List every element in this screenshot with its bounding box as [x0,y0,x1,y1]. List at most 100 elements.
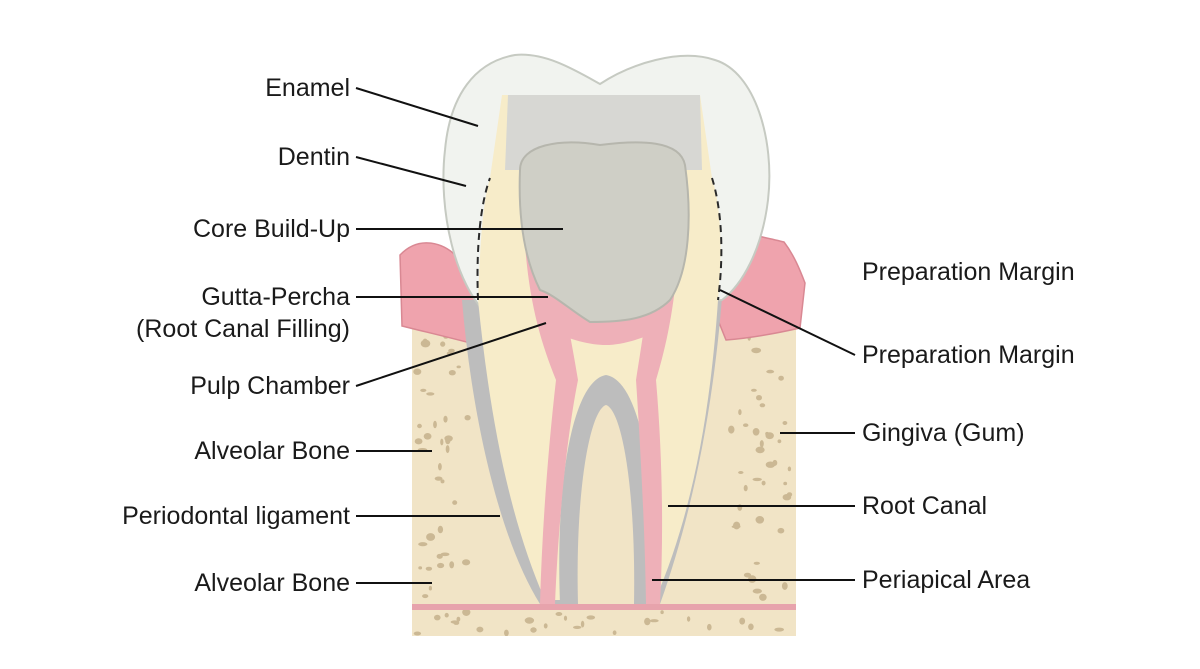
preparation-margin-line [476,177,723,301]
bone-pore [444,612,449,618]
bone-pore [456,616,461,622]
bone-pore [450,620,459,624]
bone-pore [423,433,432,440]
bone-pore [448,370,456,376]
leader-prep-margin [719,289,856,356]
bone-pore [434,614,441,621]
label-root-canal: Root Canal [862,492,988,520]
bone-pore [445,445,450,454]
bone-pore [752,477,762,482]
bone-pore [440,552,450,557]
bone-pore [738,471,744,474]
label-periapical-area: Periapical Area [862,566,1031,594]
bone-pore [563,615,568,621]
label-gingiva: Gingiva (Gum) [862,419,1025,447]
leader-enamel [355,87,479,127]
bone-pore [765,431,769,436]
bone-pore [434,476,443,481]
bone-pore [738,409,742,416]
bone-pore [418,542,428,547]
bone-pore [751,347,762,354]
bone-pore [422,594,429,599]
core-build-up [518,141,690,324]
bone-pore [423,338,427,342]
label-periodontal-ligament: Periodontal ligament [122,502,350,530]
bone-pore [462,608,471,616]
bone-pore [417,423,422,429]
bone-pore [413,368,422,375]
bone-pore [743,572,752,578]
bone-pore [612,630,617,635]
bone-pore [428,585,432,591]
bone-pore [462,559,471,566]
bone-pore [649,619,659,623]
leader-lines [355,87,856,584]
bone-pore [743,423,749,428]
bone-pore [759,593,767,601]
bone-pore [752,588,762,594]
bone-pore [707,623,712,631]
label-gutta-percha-sub: (Root Canal Filling) [136,315,350,343]
bone-pore [440,479,445,484]
bone-pore [751,388,757,392]
bone-pore [418,566,423,570]
bone-pore [438,463,442,471]
bone-pore [437,525,444,534]
bone-pore [753,561,760,565]
bone-pore [686,616,691,622]
bone-pore [580,620,585,628]
bone-pore [748,623,754,631]
bone-pore [586,615,596,620]
bone-pore [781,582,788,590]
bone-pore [426,392,435,396]
bone-pore [783,481,788,486]
bone-pore [755,516,765,524]
bone-pore [755,446,765,454]
bone-pore [743,484,748,492]
bone-pore [777,439,782,444]
bone-pore [644,617,651,626]
label-gutta-percha: Gutta-Percha [201,283,350,311]
label-pulp-chamber: Pulp Chamber [190,372,350,400]
bone-pore [777,527,785,534]
label-preparation-margin-lower: Preparation Margin [862,341,1075,369]
bone-pore [573,625,582,630]
label-alveolar-bone-upper: Alveolar Bone [194,437,350,465]
bone-pore [464,415,471,421]
bone-pore [420,388,427,392]
bone-pore [774,627,784,632]
leader-dentin [355,156,467,187]
bone-pore [733,521,741,530]
bone-pore [739,617,746,625]
bone-pore [443,415,448,423]
bone-pore [756,395,762,401]
bone-pore [778,375,784,381]
bone-pore [787,466,792,472]
bone-pore [425,566,433,571]
bone-pore [766,369,775,374]
bone-pore [413,631,422,636]
bone-pore [452,500,458,505]
label-alveolar-bone-lower: Alveolar Bone [194,569,350,597]
bone-pore [524,617,535,624]
bone-pore [555,612,563,616]
bone-pore [433,420,437,429]
bone-pore [476,626,484,633]
bone-pore [420,339,431,348]
label-core-build-up: Core Build-Up [192,215,350,243]
bone-pore [543,623,548,629]
bone-pore [772,459,778,466]
pulp-chamber-link [540,285,668,345]
bone-pore [728,425,735,434]
bone-base-line [412,604,796,610]
bone-pore [530,627,537,633]
bone-pore [759,440,764,448]
label-enamel: Enamel [265,74,350,102]
bone-pore [444,435,453,442]
bone-pore [440,341,446,347]
label-dentin: Dentin [277,143,350,171]
bone-pore [437,562,445,569]
bone-pore [414,438,423,445]
